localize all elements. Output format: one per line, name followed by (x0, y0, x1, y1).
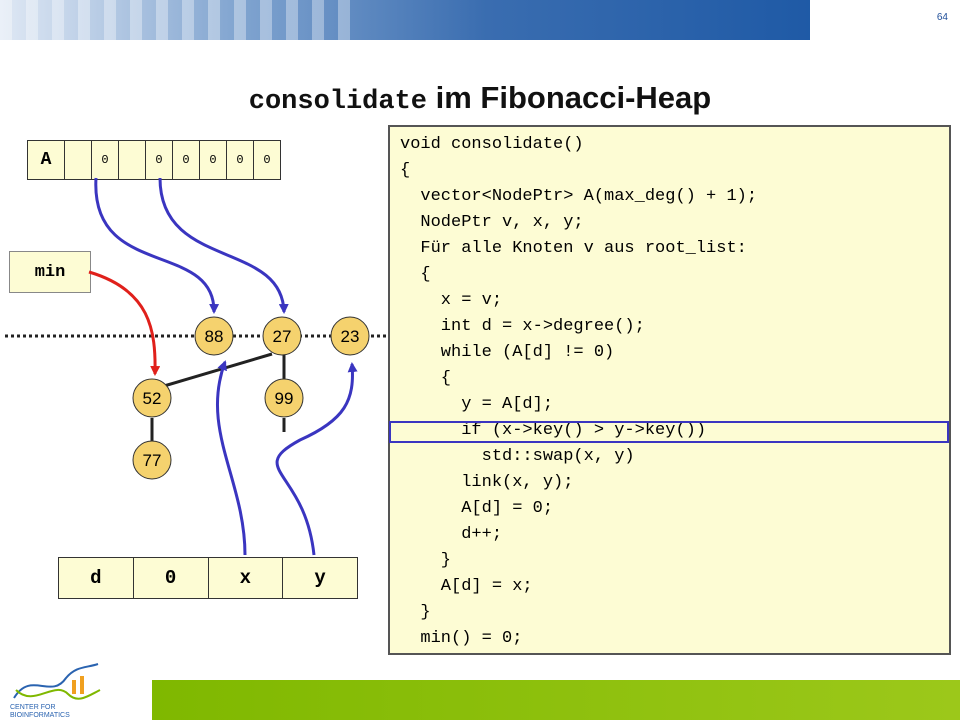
code-line: min() = 0; (400, 629, 523, 648)
var-d-value: 0 (132, 558, 208, 598)
array-a: A 0 0 0 0 0 0 (27, 140, 281, 180)
code-line: vector<NodePtr> A(max_deg() + 1); (400, 187, 758, 206)
title-text: im Fibonacci-Heap (427, 80, 712, 115)
code-line: d++; (400, 525, 503, 544)
code-line: void consolidate() (400, 135, 584, 154)
var-x: x (207, 558, 283, 598)
arrow-x-to-27 (215, 360, 247, 556)
svg-text:99: 99 (275, 389, 294, 408)
array-cell: 0 (91, 141, 118, 179)
var-y: y (282, 558, 357, 598)
arrow-a-to-27 (158, 177, 289, 314)
code-line: { (400, 369, 452, 388)
array-cell: 0 (199, 141, 226, 179)
bioinformatics-logo: CENTER FOR BIOINFORMATICS (10, 663, 101, 719)
arrow-a-to-88 (94, 177, 220, 314)
svg-text:77: 77 (143, 451, 162, 470)
heap-node-27: 27 (262, 316, 302, 356)
svg-text:88: 88 (205, 327, 224, 346)
logo-line1: CENTER FOR (10, 704, 56, 711)
array-cell (64, 141, 91, 179)
code-line: y = A[d]; (400, 395, 554, 414)
svg-text:23: 23 (341, 327, 360, 346)
variable-table: d 0 x y (58, 557, 358, 599)
array-cell: 0 (253, 141, 280, 179)
current-line-highlight (389, 421, 949, 443)
code-line: NodePtr v, x, y; (400, 213, 584, 232)
slide-title: consolidate im Fibonacci-Heap (0, 80, 960, 117)
var-d-label: d (90, 567, 102, 589)
code-line: while (A[d] != 0) (400, 343, 615, 362)
header-mosaic (0, 0, 360, 40)
code-line: Für alle Knoten v aus root_list: (400, 239, 747, 258)
array-label: A (40, 150, 52, 170)
heap-node-52: 52 (132, 378, 172, 418)
code-line: int d = x->degree(); (400, 317, 645, 336)
footer-green-bar (152, 680, 960, 720)
logo-line2: BIOINFORMATICS (10, 712, 70, 719)
code-line: } (400, 603, 431, 622)
heap-node-77: 77 (132, 440, 172, 480)
svg-text:52: 52 (143, 389, 162, 408)
code-line: x = v; (400, 291, 503, 310)
svg-text:27: 27 (273, 327, 292, 346)
code-line: } (400, 551, 452, 570)
code-line: std::swap(x, y) (400, 447, 635, 466)
array-cell: 0 (172, 141, 199, 179)
heap-node-23: 23 (330, 316, 370, 356)
min-pointer-box: min (9, 251, 91, 293)
heap-node-88: 88 (194, 316, 234, 356)
code-line: A[d] = 0; (400, 499, 554, 518)
code-line: { (400, 265, 431, 284)
array-cell: 0 (145, 141, 172, 179)
code-panel: void consolidate() { vector<NodePtr> A(m… (388, 125, 951, 655)
arrow-min-to-52 (88, 270, 161, 376)
code-line: A[d] = x; (400, 577, 533, 596)
page-number: 64 (936, 12, 948, 23)
code-line: if (x->key() > y->key()) (400, 421, 707, 440)
title-code: consolidate (248, 87, 427, 117)
array-cell: 0 (226, 141, 253, 179)
code-line: { (400, 161, 411, 180)
array-cell (118, 141, 145, 179)
code-line: link(x, y); (400, 473, 574, 492)
heap-node-99: 99 (264, 378, 304, 418)
edge-27-52 (163, 352, 273, 388)
arrow-y-to-23 (275, 362, 358, 556)
header-banner (0, 0, 810, 40)
